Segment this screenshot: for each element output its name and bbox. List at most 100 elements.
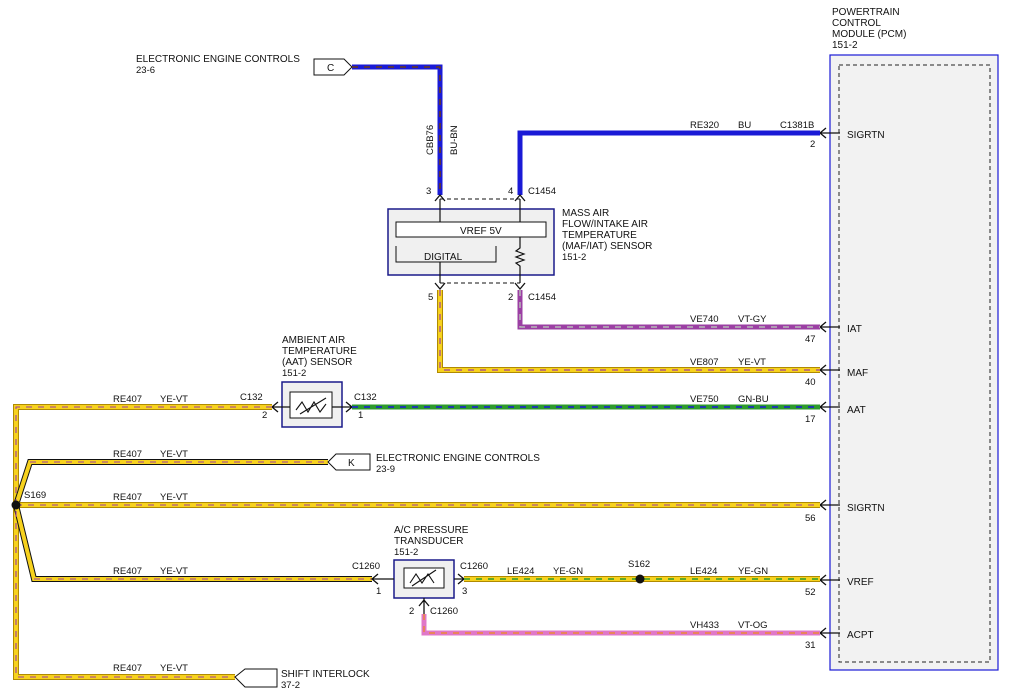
maf-digital-label: DIGITAL	[424, 252, 463, 263]
svg-text:A/C PRESSURE: A/C PRESSURE	[394, 525, 469, 536]
wire-re407-color-5: YE-VT	[160, 663, 188, 674]
acp-pin-2: 2	[409, 606, 414, 617]
wire-vh433-color: VT-OG	[738, 620, 768, 631]
wire-re407-circuit-3: RE407	[113, 492, 142, 503]
maf-resistor-icon	[514, 237, 526, 283]
wire-cbb76-circuit: CBB76	[425, 125, 436, 155]
pcm-pin-acpt-label: ACPT	[847, 630, 874, 641]
wire-vh433-circuit: VH433	[690, 620, 719, 631]
maf-bottom-arrows	[434, 282, 526, 291]
splice-s162-label: S162	[628, 559, 650, 570]
wire-re407-color-4: YE-VT	[160, 566, 188, 577]
splice-s169	[11, 500, 21, 510]
eec-top-flag	[313, 58, 353, 76]
eec-mid-label: ELECTRONIC ENGINE CONTROLS	[376, 453, 540, 464]
svg-text:(MAF/IAT) SENSOR: (MAF/IAT) SENSOR	[562, 241, 652, 252]
svg-text:TRANSDUCER: TRANSDUCER	[394, 536, 463, 547]
pcm-pin-17: 17	[805, 414, 816, 425]
svg-text:151-2: 151-2	[832, 40, 858, 51]
wire-re407-circuit-4: RE407	[113, 566, 142, 577]
pcm-pin-47: 47	[805, 334, 816, 345]
aat-connector-right: C132	[354, 392, 377, 403]
wire-le424-color-2: YE-GN	[738, 566, 768, 577]
pcm-pin-52: 52	[805, 587, 816, 598]
maf-pin-3: 3	[426, 186, 431, 197]
pcm-pin-maf-label: MAF	[847, 368, 868, 379]
wire-le424-circuit-1: LE424	[507, 566, 534, 577]
pcm-inner-box	[838, 64, 991, 663]
thermistor-icon	[295, 397, 327, 415]
svg-text:TEMPERATURE: TEMPERATURE	[282, 346, 357, 357]
svg-text:CONTROL: CONTROL	[832, 18, 881, 29]
eec-top-ref: 23-6	[136, 65, 155, 76]
svg-text:(AAT) SENSOR: (AAT) SENSOR	[282, 357, 352, 368]
pcm-pin-aat-label: AAT	[847, 405, 866, 416]
wire-ve750-circuit: VE750	[690, 394, 719, 405]
maf-vref-box	[395, 221, 547, 238]
aat-connector-left: C132	[240, 392, 263, 403]
wire-ve740-circuit: VE740	[690, 314, 719, 325]
maf-title: MASS AIR FLOW/INTAKE AIR TEMPERATURE (MA…	[562, 208, 652, 263]
svg-text:MODULE (PCM): MODULE (PCM)	[832, 29, 906, 40]
pcm-pin-56: 56	[805, 513, 816, 524]
acp-pin-3: 3	[462, 586, 467, 597]
wire-re407-circuit-5: RE407	[113, 663, 142, 674]
acp-connector-bottom: C1260	[430, 606, 458, 617]
maf-pin-4: 4	[508, 186, 513, 197]
maf-pin-5: 5	[428, 292, 433, 303]
wire-re320-color: BU	[738, 120, 751, 131]
aat-title: AMBIENT AIR TEMPERATURE (AAT) SENSOR 151…	[282, 335, 357, 379]
splice-s162	[635, 574, 645, 584]
eec-mid-ref: 23-9	[376, 464, 395, 475]
pcm-pin-31: 31	[805, 640, 816, 651]
wire-ve807-color: YE-VT	[738, 357, 766, 368]
pcm-pin-sigrtn2-label: SIGRTN	[847, 503, 885, 514]
eec-mid-letter: K	[348, 458, 355, 469]
splice-s169-label: S169	[24, 490, 46, 501]
wire-ve740	[517, 290, 820, 330]
wire-ve807-circuit: VE807	[690, 357, 719, 368]
wire-cbb76-color: BU-BN	[449, 125, 460, 155]
pcm-connector-label: C1381B	[780, 120, 814, 131]
acp-title: A/C PRESSURE TRANSDUCER 151-2	[394, 525, 469, 558]
svg-text:MASS AIR: MASS AIR	[562, 208, 609, 219]
maf-pin-2: 2	[508, 292, 513, 303]
svg-text:151-2: 151-2	[562, 252, 586, 263]
acp-pin-1: 1	[376, 586, 381, 597]
wire-le424-circuit-2: LE424	[690, 566, 717, 577]
eec-top-letter: C	[327, 63, 334, 74]
wire-re407-color-1: YE-VT	[160, 394, 188, 405]
wire-re407-harness	[13, 404, 820, 680]
maf-box	[387, 208, 555, 276]
pressure-sensor-icon	[409, 569, 437, 587]
aat-pin-2: 2	[262, 410, 267, 421]
svg-text:151-2: 151-2	[282, 368, 306, 379]
pcm-pin-2: 2	[810, 139, 815, 150]
acp-connector-right: C1260	[460, 561, 488, 572]
acp-connector-left: C1260	[352, 561, 380, 572]
pcm-pin-vref-label: VREF	[847, 577, 874, 588]
wire-cbb76	[352, 64, 443, 195]
maf-vref-label: VREF 5V	[460, 226, 502, 237]
pcm-pin-sigrtn-label: SIGRTN	[847, 130, 885, 141]
wire-re320-circuit: RE320	[690, 120, 719, 131]
shift-interlock-label: SHIFT INTERLOCK	[281, 669, 370, 680]
wire-ve807	[437, 290, 820, 373]
wire-re407-circuit-1: RE407	[113, 394, 142, 405]
wire-re407-circuit-2: RE407	[113, 449, 142, 460]
wire-ve740-color: VT-GY	[738, 314, 767, 325]
eec-mid-flag	[327, 453, 371, 471]
aat-pin-1: 1	[358, 410, 363, 421]
pcm-title: POWERTRAIN CONTROL MODULE (PCM) 151-2	[832, 7, 906, 51]
shift-interlock-flag	[234, 668, 278, 688]
maf-digital-box	[395, 246, 497, 263]
wire-re407-color-2: YE-VT	[160, 449, 188, 460]
wire-vh433	[421, 614, 820, 636]
svg-text:151-2: 151-2	[394, 547, 418, 558]
svg-text:POWERTRAIN: POWERTRAIN	[832, 7, 900, 18]
svg-text:FLOW/INTAKE AIR: FLOW/INTAKE AIR	[562, 219, 648, 230]
wire-re320	[517, 130, 820, 195]
pcm-box	[829, 54, 999, 671]
wire-ve750-color: GN-BU	[738, 394, 769, 405]
